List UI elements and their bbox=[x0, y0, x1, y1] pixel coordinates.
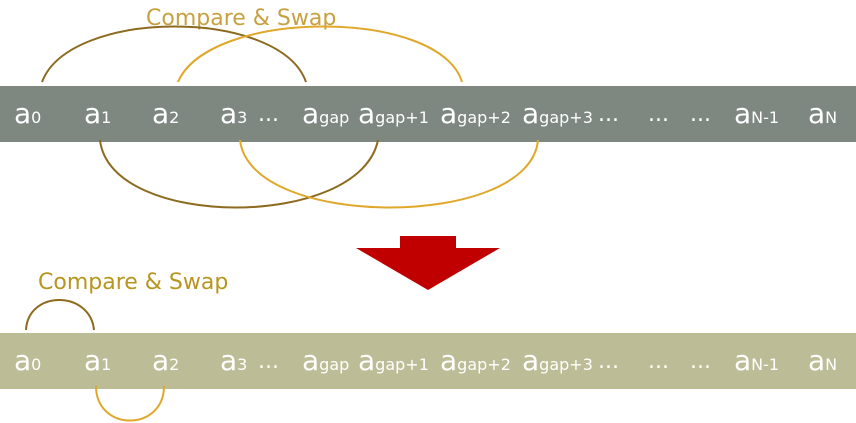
compare-arc-a1-agap1-below bbox=[99, 139, 379, 209]
compare-swap-label-bottom: Compare & Swap bbox=[38, 270, 229, 295]
element-a3-top: a3 bbox=[220, 97, 248, 130]
element-agap2-bottom: agap+2 bbox=[440, 344, 511, 377]
compare-arc-a1-a2-below bbox=[95, 385, 165, 422]
compare-arc-a0-agap bbox=[41, 25, 307, 83]
element-agap2-top: agap+2 bbox=[440, 97, 511, 130]
compare-swap-label-top: Compare & Swap bbox=[146, 6, 337, 31]
compare-arc-a1-agap1 bbox=[177, 25, 463, 83]
element-aN-bottom: aN bbox=[808, 344, 838, 377]
ellipsis-top-1: ... bbox=[258, 102, 279, 127]
element-a2-bottom: a2 bbox=[152, 344, 180, 377]
element-a1-bottom: a1 bbox=[84, 344, 112, 377]
compare-arc-a0-a1 bbox=[25, 299, 95, 331]
element-agap3-bottom: agap+3 bbox=[522, 344, 593, 377]
ellipsis-bottom-4: ... bbox=[690, 349, 711, 374]
ellipsis-bottom-1: ... bbox=[258, 349, 279, 374]
element-aN-1-top: aN-1 bbox=[734, 97, 780, 130]
element-a2-top: a2 bbox=[152, 97, 180, 130]
ellipsis-bottom-3: ... bbox=[648, 349, 669, 374]
array-bar-bottom bbox=[0, 333, 856, 389]
element-agap1-top: agap+1 bbox=[358, 97, 429, 130]
element-a1-top: a1 bbox=[84, 97, 112, 130]
element-a0-top: a0 bbox=[14, 97, 42, 130]
down-arrow-icon bbox=[356, 236, 500, 290]
array-bar-top bbox=[0, 86, 856, 142]
element-aN-top: aN bbox=[808, 97, 838, 130]
element-aN-1-bottom: aN-1 bbox=[734, 344, 780, 377]
ellipsis-bottom-2: ... bbox=[598, 349, 619, 374]
element-a0-bottom: a0 bbox=[14, 344, 42, 377]
element-agap3-top: agap+3 bbox=[522, 97, 593, 130]
ellipsis-top-3: ... bbox=[648, 102, 669, 127]
ellipsis-top-2: ... bbox=[598, 102, 619, 127]
element-agap-top: agap bbox=[302, 97, 350, 130]
ellipsis-top-4: ... bbox=[690, 102, 711, 127]
element-a3-bottom: a3 bbox=[220, 344, 248, 377]
element-agap-bottom: agap bbox=[302, 344, 350, 377]
compare-arc-a2-agap2-below bbox=[239, 139, 539, 209]
element-agap1-bottom: agap+1 bbox=[358, 344, 429, 377]
